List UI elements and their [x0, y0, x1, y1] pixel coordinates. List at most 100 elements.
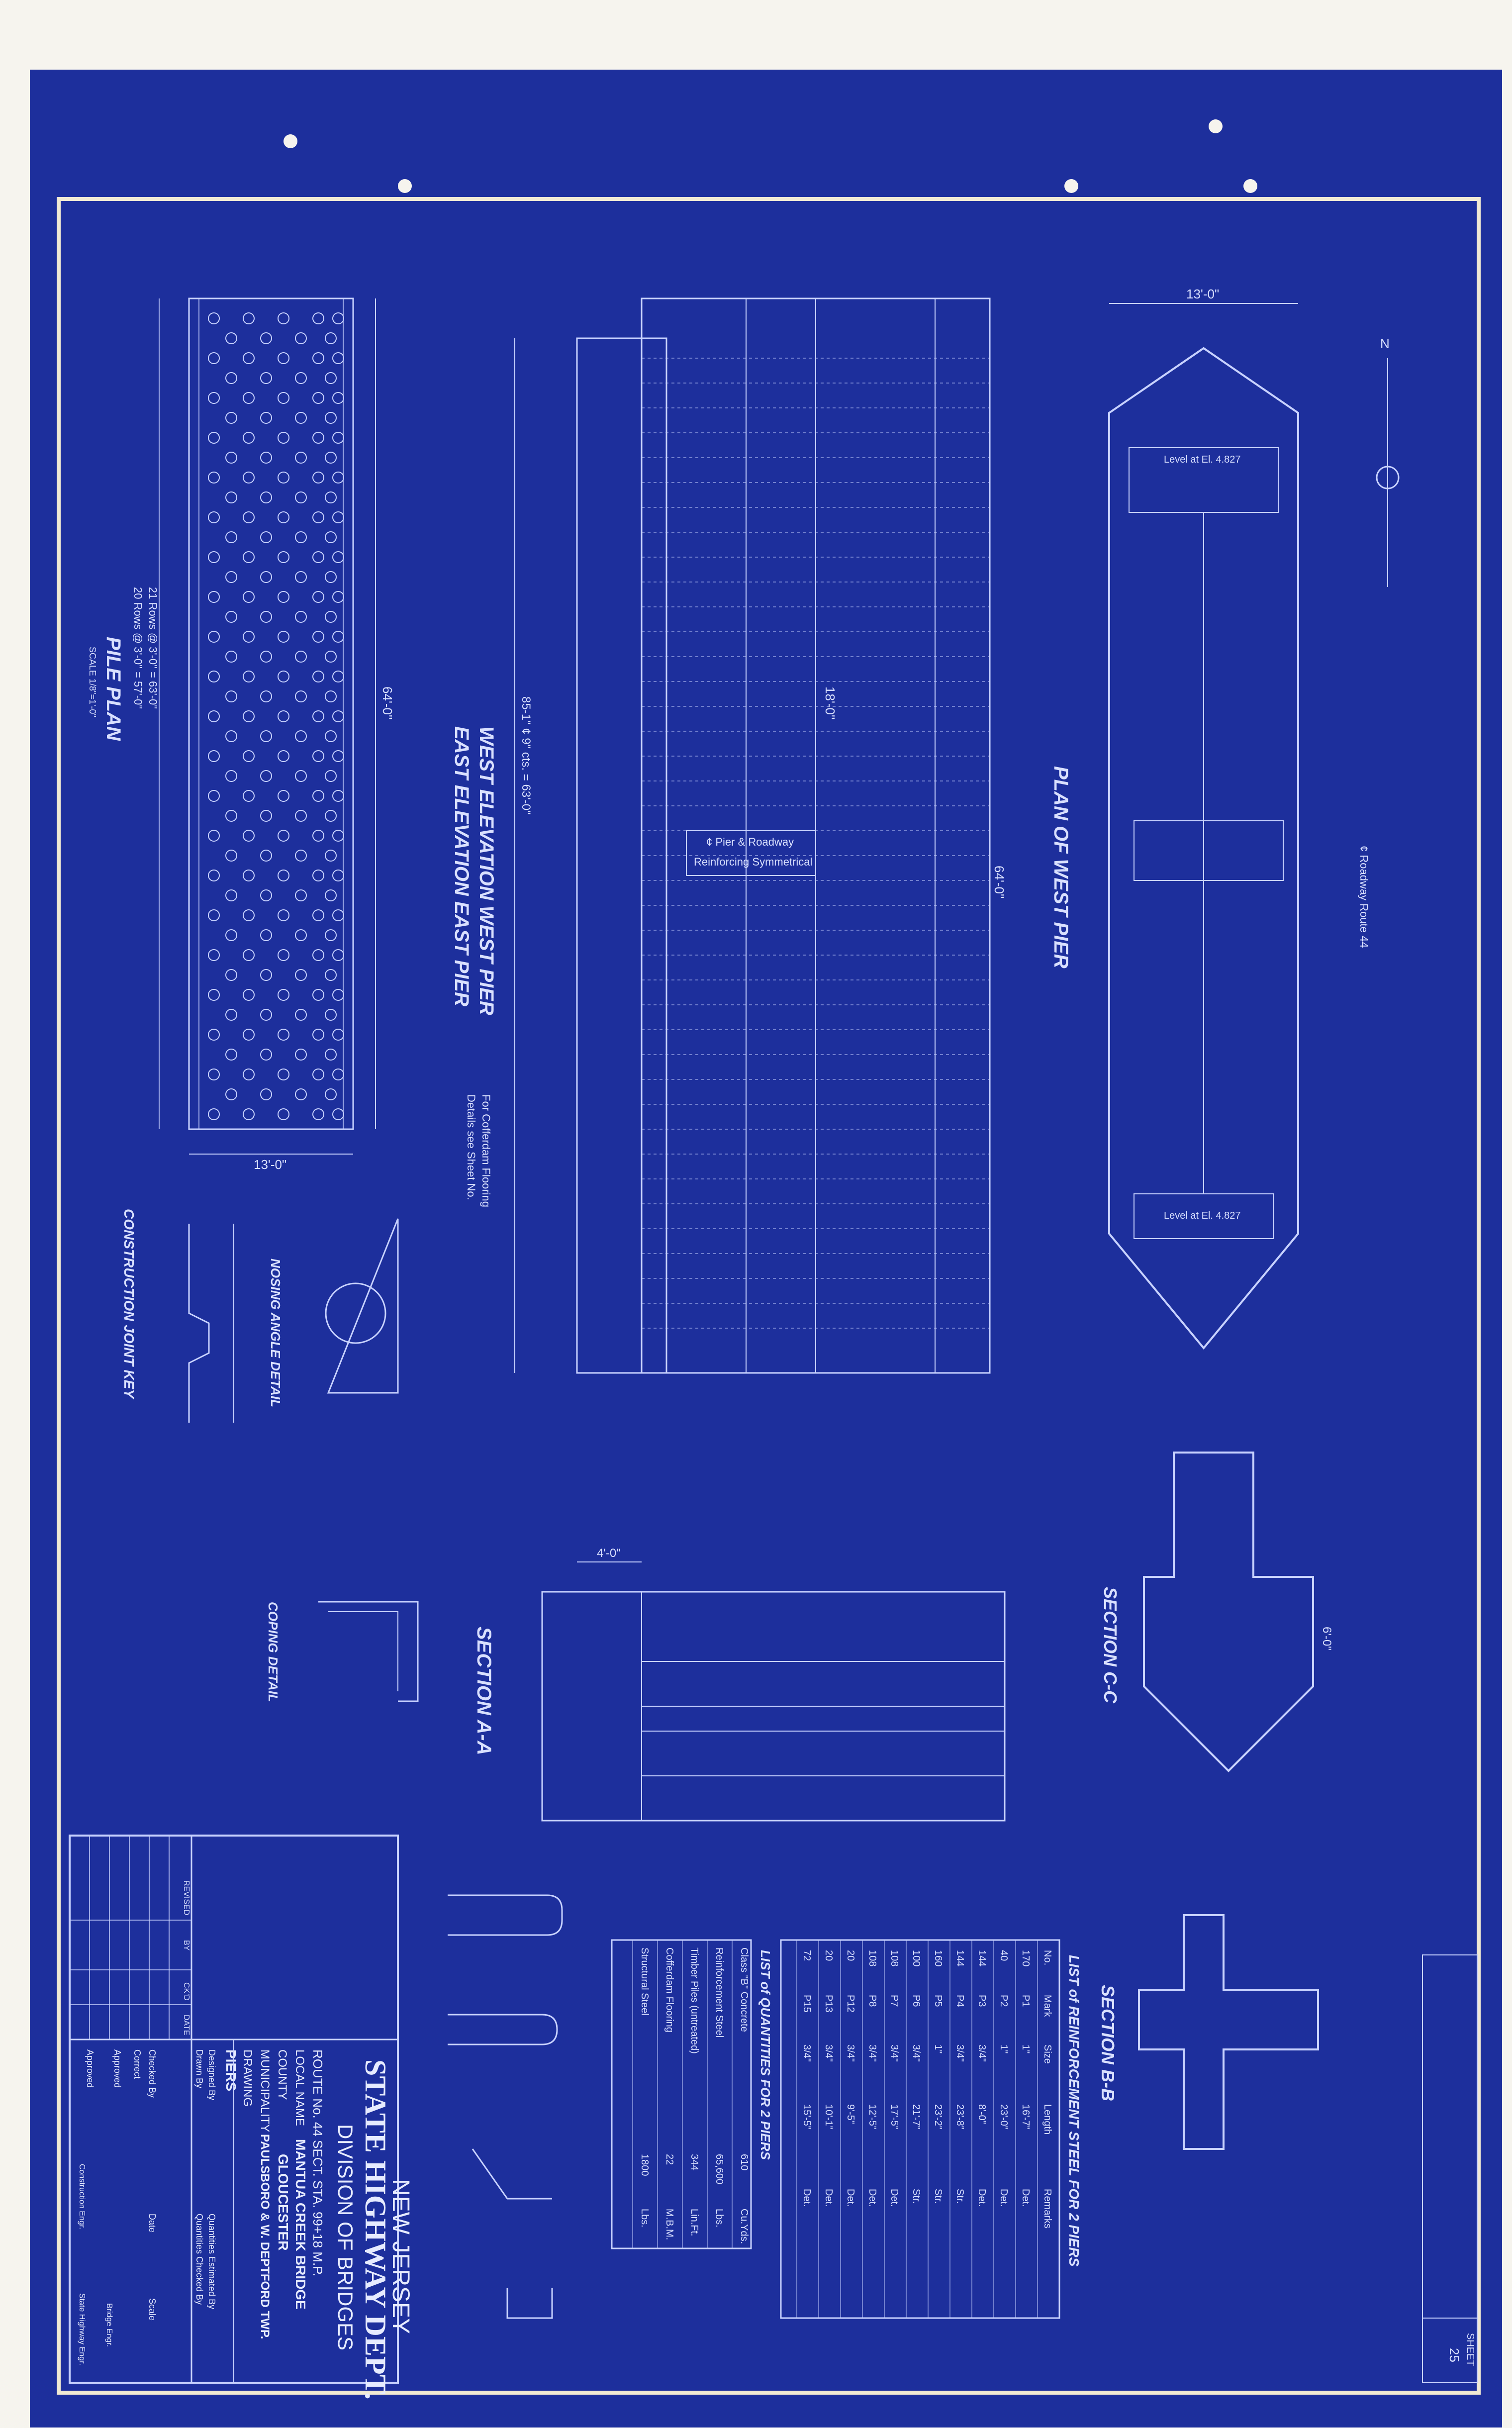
value-drawing: PIERS [223, 2049, 239, 2091]
table-cell: 23'-2" [933, 2104, 944, 2130]
pile-circle [295, 850, 307, 862]
pile-circle [278, 392, 289, 404]
pile-circle [332, 312, 344, 324]
pile-circle [243, 352, 255, 364]
pile-circle [332, 671, 344, 682]
pile-circle [295, 651, 307, 663]
pile-circle [208, 312, 220, 324]
pile-circle [312, 750, 324, 762]
pile-circle [208, 1068, 220, 1080]
quantity-cell: Cofferdam Flooring [664, 1947, 675, 2033]
pile-circle [225, 770, 237, 782]
pile-circle [312, 432, 324, 444]
pile-circle [243, 1029, 255, 1041]
reinforcing-note: Reinforcing Symmetrical [694, 856, 812, 868]
pile-circle [278, 710, 289, 722]
coping-title: COPING DETAIL [266, 1602, 281, 1702]
pile-circle [260, 770, 272, 782]
pile-circle [208, 790, 220, 802]
table-cell: P4 [954, 1995, 965, 2007]
pile-circle [312, 312, 324, 324]
pile-circle [325, 531, 337, 543]
pile-circle [225, 889, 237, 901]
pile-circle [243, 472, 255, 484]
dim-rebar-spacing: 85-1" ¢ 9" cts. = 63'-0" [519, 696, 533, 815]
pile-circle [208, 710, 220, 722]
pile-circle [243, 989, 255, 1001]
title-dept: STATE HIGHWAY DEPT. [359, 2059, 392, 2400]
pile-circle [278, 631, 289, 643]
pile-circle [260, 332, 272, 344]
rev-header-date: DATE [182, 2015, 190, 2035]
pile-rows-1: 21 Rows @ 3'-0" = 63'-0" [147, 587, 159, 709]
pile-circle [225, 1049, 237, 1061]
pile-circle [312, 949, 324, 961]
pile-circle [332, 710, 344, 722]
reinforcement-table: LIST of REINFORCEMENT STEEL FOR 2 PIERS … [780, 1939, 1082, 2319]
section-aa: 4'-0" SECTION A-A [473, 1547, 1006, 1822]
reinforcement-rows: No.MarkSizeLengthRemarks170P11"16'-7"Det… [796, 1940, 1053, 2318]
sheet-label: SHEET [1465, 2333, 1476, 2366]
blueprint-sheet [30, 70, 1502, 2428]
pile-circle [260, 810, 272, 822]
section-bb-title: SECTION B-B [1098, 1985, 1118, 2101]
nosing-title: NOSING ANGLE DETAIL [268, 1259, 283, 1407]
pile-circle [332, 909, 344, 921]
pile-circle [243, 909, 255, 921]
pile-circle [208, 392, 220, 404]
pile-circle [260, 690, 272, 702]
pile-circle [208, 631, 220, 643]
pile-circle [312, 710, 324, 722]
table-cell: 15'-5" [801, 2104, 812, 2130]
pier-roadway-note: ¢ Pier & Roadway [706, 836, 794, 848]
label-drawn-by: Drawn By [194, 2049, 204, 2088]
pile-circle [278, 1029, 289, 1041]
pile-circle [332, 949, 344, 961]
east-elevation-title: EAST ELEVATION EAST PIER [451, 726, 472, 1006]
pile-circle [225, 531, 237, 543]
table-cell: 3/4" [823, 2044, 834, 2062]
pile-circle [243, 870, 255, 881]
level-top: Level at El. 4.827 [1164, 454, 1241, 465]
pile-circle [243, 511, 255, 523]
pile-circle [332, 1068, 344, 1080]
table-header: Length [1042, 2104, 1053, 2135]
table-cell: 10'-1" [823, 2104, 834, 2130]
label-local-name: LOCAL NAME [293, 2049, 306, 2126]
pile-circle [295, 491, 307, 503]
pile-circle [332, 591, 344, 603]
pile-circle [278, 750, 289, 762]
pile-circle [243, 949, 255, 961]
pile-circle [208, 511, 220, 523]
reinforcement-title: LIST of REINFORCEMENT STEEL FOR 2 PIERS [1066, 1955, 1082, 2267]
pile-circle [225, 611, 237, 623]
quantity-cell: Lin.Ft. [689, 2209, 700, 2236]
pile-rows-2: 20 Rows @ 3'-0" = 57'-0" [132, 587, 144, 709]
label-construction-engr: Construction Engr. [78, 2164, 86, 2230]
label-county: COUNTY [276, 2049, 289, 2100]
pile-circle [243, 392, 255, 404]
label-bridge-engr: Bridge Engr. [105, 2303, 113, 2347]
pile-circle [325, 1049, 337, 1061]
pile-circle [225, 850, 237, 862]
pile-circle [312, 671, 324, 682]
west-elevation: 85-1" ¢ 9" cts. = 63'-0" WEST ELEVATION … [451, 297, 991, 1374]
pile-circle [295, 1009, 307, 1021]
pile-grid [208, 312, 344, 1120]
pile-circle [332, 1029, 344, 1041]
title-block: REVISED BY CK'D DATE NEW JERSEY STATE HI… [69, 1835, 414, 2400]
table-cell: P13 [823, 1995, 834, 2013]
pile-circle [332, 472, 344, 484]
table-cell: 8'-0" [976, 2104, 987, 2124]
label-approved-2: Approved [85, 2049, 95, 2088]
pile-circle [208, 551, 220, 563]
pile-circle [208, 472, 220, 484]
pile-circle [332, 1108, 344, 1120]
pile-circle [243, 631, 255, 643]
pile-circle [208, 1029, 220, 1041]
pile-circle [208, 989, 220, 1001]
table-cell: P15 [801, 1995, 812, 2013]
pile-circle [325, 850, 337, 862]
pile-circle [208, 671, 220, 682]
details-note: Details see Sheet No. [465, 1094, 477, 1200]
